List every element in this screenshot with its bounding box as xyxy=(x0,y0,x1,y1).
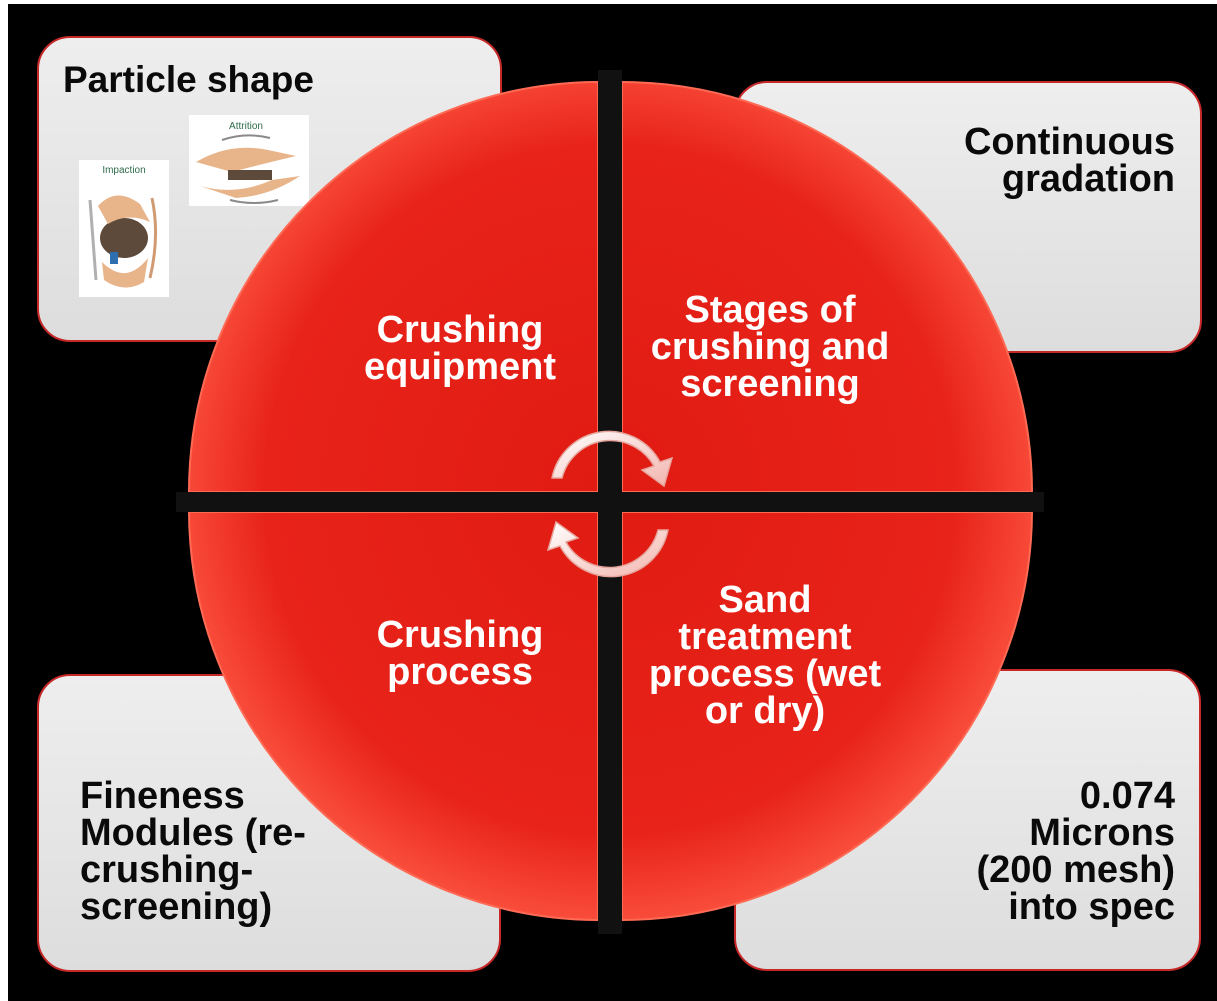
quadrant-bottom-left xyxy=(187,511,599,922)
quadrant-label-sand-treatment: Sand treatment process (wet or dry) xyxy=(648,579,882,732)
continuous-gradation-label: Continuous gradation xyxy=(963,121,1175,200)
horizontal-separator xyxy=(176,492,1044,512)
quadrant-bottom-right xyxy=(621,511,1034,922)
fineness-modules-label: Fineness Modules (re- crushing- screenin… xyxy=(80,775,306,928)
quadrant-top-right xyxy=(621,80,1034,493)
attrition-caption: Attrition xyxy=(229,121,263,132)
quadrant-circle xyxy=(187,80,1034,922)
micron-spec-label: 0.074 Microns (200 mesh) into spec xyxy=(976,775,1175,928)
quadrant-label-crushing-equipment: Crushing equipment xyxy=(363,309,557,388)
quadrant-label-crushing-process: Crushing process xyxy=(376,614,544,693)
impaction-illustration: Impaction xyxy=(79,160,169,297)
quadrant-top-left xyxy=(187,80,599,493)
attrition-illustration: Attrition xyxy=(189,115,309,206)
impaction-caption: Impaction xyxy=(102,165,145,176)
circular-arrows-icon xyxy=(546,430,674,578)
particle-shape-title: Particle shape xyxy=(63,59,314,100)
quadrant-label-stages: Stages of crushing and screening xyxy=(650,289,890,405)
